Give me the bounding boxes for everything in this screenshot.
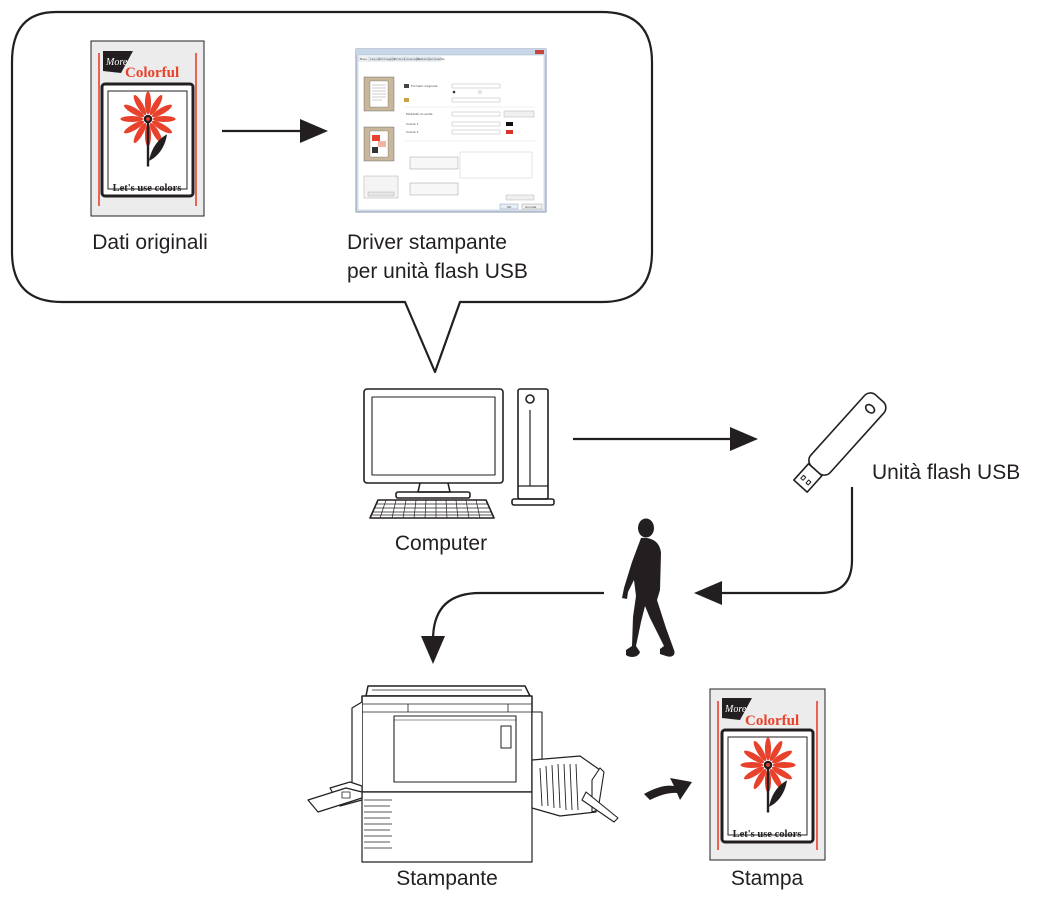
label-print: Stampa	[731, 867, 804, 890]
poster-more-text: More	[105, 57, 128, 68]
monitor	[363, 388, 504, 484]
dialog-ok-button: OK	[507, 205, 512, 209]
pc-tower	[517, 388, 549, 500]
dialog-color2-label: Colore 2	[406, 130, 419, 134]
printer-illustration	[307, 685, 619, 863]
dialog-cancel-button: Annulla	[525, 205, 536, 209]
dialog-color1-label: Colore 1	[406, 122, 419, 126]
dialog-tab-label: Ambiente	[430, 57, 445, 61]
print-tagline-text: Let's use colors	[733, 829, 802, 840]
dialog-tab-label: Base	[360, 57, 367, 61]
label-driver-line2: per unità flash USB	[347, 260, 528, 283]
arrow-to-print	[644, 778, 692, 800]
label-computer: Computer	[395, 532, 487, 555]
arrow-to-driver	[222, 119, 328, 143]
label-original-data: Dati originali	[92, 231, 208, 254]
keyboard	[369, 499, 495, 519]
dialog-tab-label: Layout	[370, 57, 381, 61]
dialog-tab-label: Immagine	[380, 57, 395, 61]
computer-illustration	[363, 388, 555, 519]
person-walking-icon	[622, 518, 675, 657]
dialog-tab-label: Avanzate	[406, 57, 420, 61]
label-printer: Stampante	[396, 867, 498, 890]
arrow-to-usb	[573, 427, 758, 451]
printed-poster: More Colorful Let's use colors	[709, 688, 826, 861]
usb-flash-drive-illustration	[793, 392, 887, 493]
original-poster: More Colorful Let's use colors	[90, 40, 205, 217]
arrow-to-printer	[421, 591, 604, 664]
dialog-original-size-label: Formato originale	[411, 84, 438, 88]
dialog-print-mode-label: Modalità di uscita	[406, 112, 433, 116]
print-more-text: More	[724, 704, 747, 715]
poster-colorful-text: Colorful	[125, 65, 179, 81]
arrow-usb-to-person	[694, 487, 854, 605]
dialog-tab-label: Sistema	[418, 57, 430, 61]
label-usb: Unità flash USB	[872, 461, 1020, 484]
dialog-settings: Formato originale Modalità di uscita Col…	[404, 83, 536, 201]
print-colorful-text: Colorful	[745, 713, 799, 729]
poster-tagline-text: Let's use colors	[113, 183, 182, 194]
label-driver-line1: Driver stampante	[347, 231, 507, 254]
dialog-tab-label: Finitura	[394, 57, 405, 61]
